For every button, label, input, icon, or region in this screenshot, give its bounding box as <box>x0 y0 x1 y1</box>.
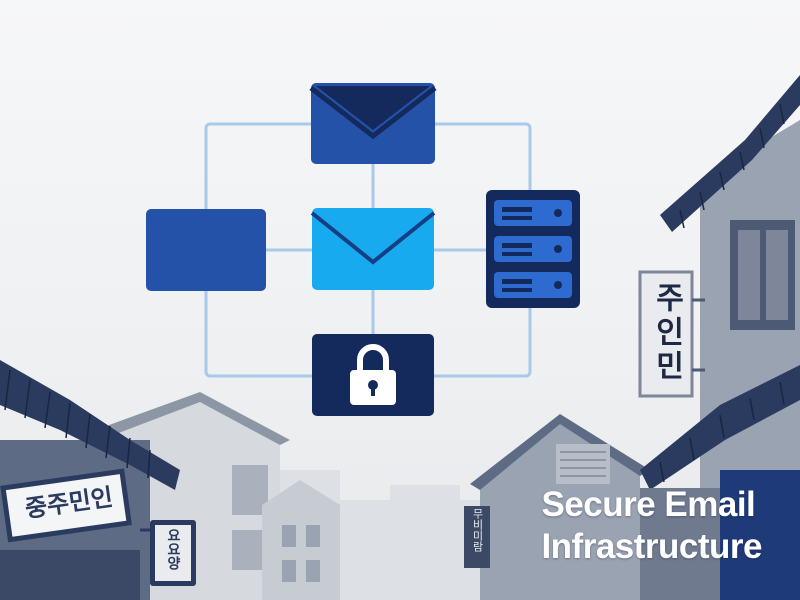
center-envelope-icon <box>310 208 436 290</box>
network-diagram <box>146 83 580 416</box>
caption-line-1: Secure Email <box>541 485 756 524</box>
server-rack-icon <box>486 190 580 308</box>
left-buildings <box>0 360 340 600</box>
center-small-sign-text: 무비미람 <box>471 508 484 552</box>
caption-line-2: Infrastructure <box>541 527 762 566</box>
left-small-sign-text: 요요양 <box>165 528 181 570</box>
top-envelope-icon <box>309 83 437 164</box>
center-buildings <box>464 414 650 600</box>
caption-title: Secure Email Infrastructure <box>541 484 762 568</box>
right-vertical-sign-text: 주인민 <box>649 282 684 384</box>
right-buildings <box>638 75 800 600</box>
padlock-icon <box>312 334 434 416</box>
left-blank-card <box>146 209 266 291</box>
